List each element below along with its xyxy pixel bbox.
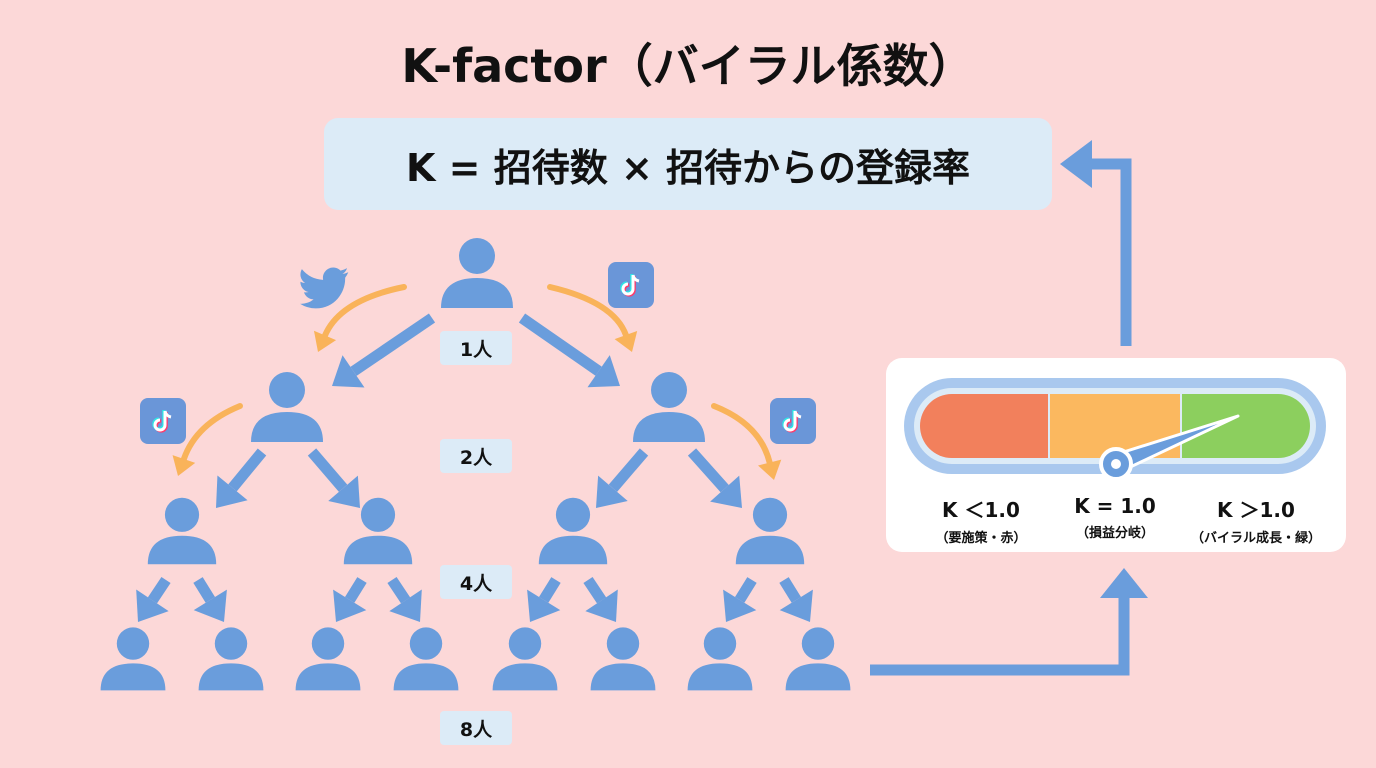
flow-arrow [687, 448, 742, 508]
flow-arrow [136, 576, 171, 622]
gauge-needle [1099, 414, 1240, 481]
person-icon [492, 627, 558, 691]
flow-arrow [779, 577, 813, 622]
formula-box: K = 招待数 × 招待からの登録率 [324, 118, 1052, 210]
gauge-label-mid: K = 1.0 （損益分岐） [1074, 494, 1156, 541]
flow-arrow [527, 577, 561, 622]
gauge-segment-green [1182, 394, 1310, 458]
person-icon [687, 627, 753, 691]
person-icon [590, 627, 656, 691]
person-icon [147, 497, 217, 565]
tiktok-icon [608, 262, 654, 308]
flow-arrow [583, 576, 618, 622]
feedback-arrows [870, 140, 1148, 676]
person-icon [251, 372, 323, 442]
twitter-bird-icon [300, 267, 349, 309]
share-arrow [711, 403, 782, 480]
flow-arrow [596, 448, 649, 508]
flow-arrow [723, 577, 757, 622]
tiktok-icon [770, 398, 816, 444]
person-icon [633, 372, 705, 442]
level-label-2: 2人 [440, 439, 512, 473]
flow-arrow [518, 313, 620, 388]
flow-arrow [387, 576, 422, 622]
gauge-label-high: K ＞1.0 （バイラル成長・緑） [1190, 498, 1321, 546]
people-group [100, 238, 851, 691]
flow-arrow [216, 448, 267, 508]
flow-arrow [307, 448, 360, 508]
flow-arrows [136, 313, 813, 622]
person-icon [538, 497, 608, 565]
k-gauge [904, 378, 1326, 481]
k-gauge-card: K ＜1.0 （要施策・赤） K = 1.0 （損益分岐） K ＞1.0 （バイ… [886, 358, 1346, 552]
share-arrows [172, 284, 782, 480]
share-arrow [172, 403, 243, 476]
level-label-1: 1人 [440, 331, 512, 365]
feedback-arrow-up [870, 594, 1130, 676]
gauge-label-low: K ＜1.0 （要施策・赤） [935, 498, 1027, 546]
person-icon [393, 627, 459, 691]
person-icon [100, 627, 166, 691]
person-icon [198, 627, 264, 691]
share-arrow [547, 284, 638, 352]
flow-arrow [332, 313, 436, 388]
page-title: K-factor（バイラル係数） [401, 39, 975, 93]
gauge-segment-red [920, 394, 1048, 458]
person-icon [343, 497, 413, 565]
person-icon [295, 627, 361, 691]
feedback-arrow-to-formula [1088, 158, 1132, 346]
person-icon [735, 497, 805, 565]
level-label-4: 4人 [440, 565, 512, 599]
person-icon [441, 238, 513, 308]
person-icon [785, 627, 851, 691]
share-arrow [313, 284, 407, 352]
tiktok-icon [140, 398, 186, 444]
level-label-8: 8人 [440, 711, 512, 745]
flow-arrow [333, 577, 367, 622]
flow-arrow [193, 577, 227, 622]
